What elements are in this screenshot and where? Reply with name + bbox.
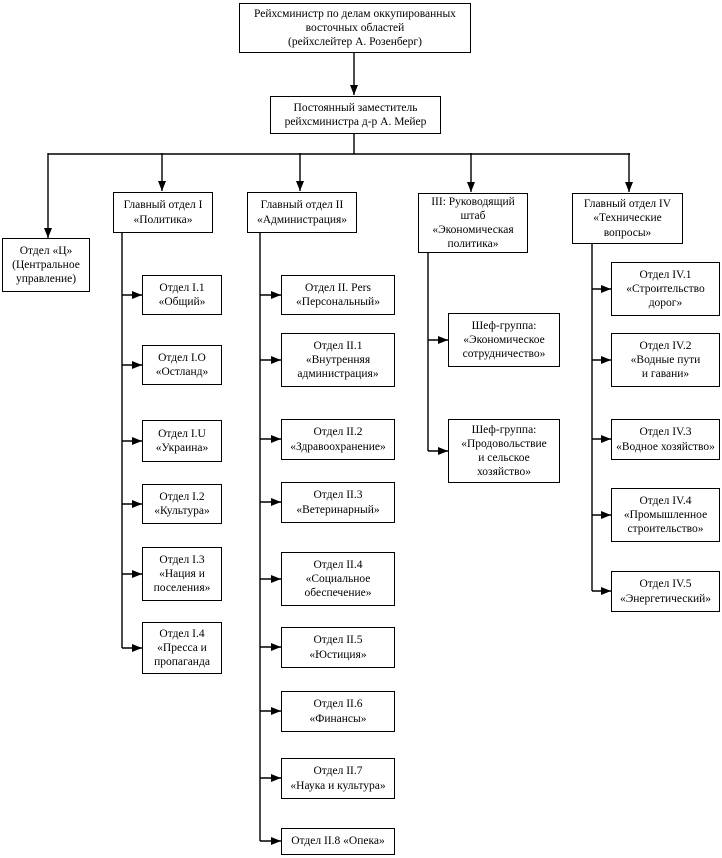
org-node-dept3-child-2: Шеф-группа: «Продовольствие и сельское х… (448, 419, 560, 483)
org-node-dept4-child-2: Отдел IV.2 «Водные пути и гавани» (611, 333, 720, 387)
org-node-dept2-child-9: Отдел II.8 «Опека» (281, 828, 395, 855)
org-node-root: Рейхсминистр по делам оккупированных вос… (239, 3, 471, 53)
org-node-dept2-child-7: Отдел II.6 «Финансы» (281, 691, 395, 732)
org-node-dept4-child-3: Отдел IV.3 «Водное хозяйство» (611, 419, 720, 460)
org-node-dept1-child-4: Отдел I.2 «Культура» (142, 484, 222, 524)
org-node-dept2-child-4: Отдел II.3 «Ветеринарный» (281, 482, 395, 523)
org-node-dept1-child-3: Отдел I.U «Украина» (142, 420, 222, 462)
org-node-dept1-child-5: Отдел I.3 «Нация и поселения» (142, 547, 222, 601)
org-node-dept2-child-2: Отдел II.1 «Внутренняя администрация» (281, 333, 395, 387)
org-node-dept2-child-8: Отдел II.7 «Наука и культура» (281, 758, 395, 799)
org-node-dept2-child-6: Отдел II.5 «Юстиция» (281, 627, 395, 668)
org-node-deputy: Постоянный заместитель рейхсминистра д-р… (270, 96, 441, 134)
org-node-dept4-child-1: Отдел IV.1 «Строительство дорог» (611, 262, 720, 316)
org-node-dept2-child-3: Отдел II.2 «Здравоохранение» (281, 419, 395, 460)
org-node-dept3-child-1: Шеф-группа: «Экономическое сотрудничеств… (448, 313, 560, 367)
org-node-dept2-head: Главный отдел II «Администрация» (247, 192, 357, 233)
org-node-dept1-child-1: Отдел I.1 «Общий» (142, 275, 222, 315)
org-node-dept4-child-4: Отдел IV.4 «Промышленное строительство» (611, 488, 720, 542)
org-node-dept4-child-5: Отдел IV.5 «Энергетический» (611, 571, 720, 612)
org-node-dept-c: Отдел «Ц» (Центральное управление) (2, 238, 90, 292)
org-node-dept4-head: Главный отдел IV «Технические вопросы» (572, 193, 683, 244)
org-node-dept2-child-5: Отдел II.4 «Социальное обеспечение» (281, 552, 395, 606)
org-node-dept3-head: III: Руководящий штаб «Экономическая пол… (418, 193, 528, 253)
org-node-dept1-child-6: Отдел I.4 «Пресса и пропаганда (142, 622, 222, 674)
org-node-dept1-child-2: Отдел I.О «Остланд» (142, 345, 222, 385)
org-node-dept2-child-1: Отдел II. Pers «Персональный» (281, 275, 395, 315)
org-node-dept1-head: Главный отдел I «Политика» (113, 192, 213, 233)
